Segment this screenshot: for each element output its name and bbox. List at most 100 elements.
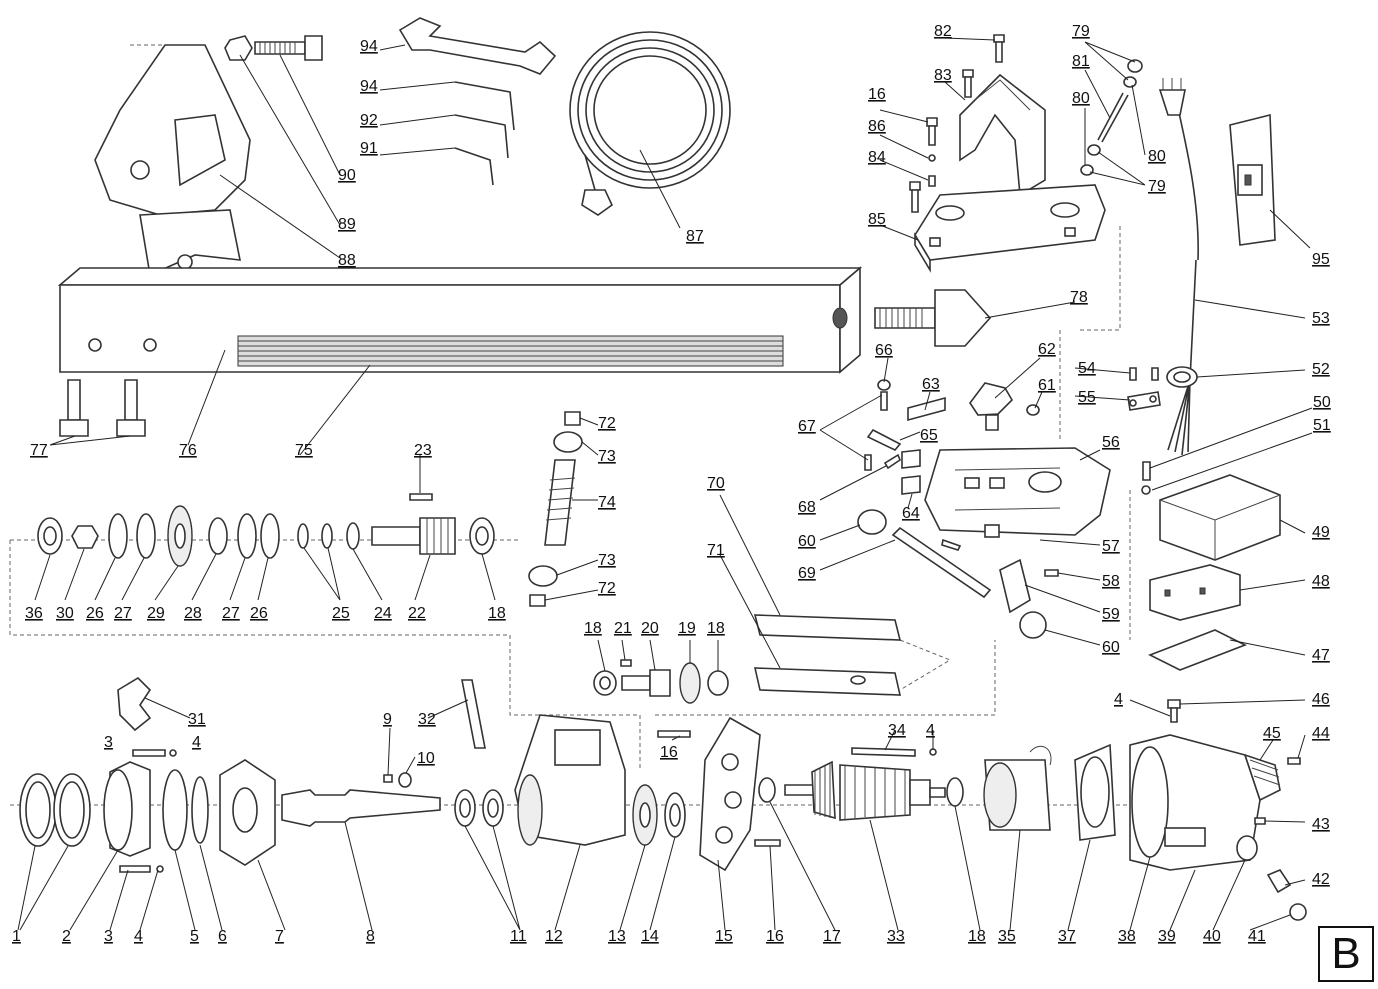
callout-83: 83 <box>934 67 952 84</box>
callout-35: 35 <box>998 928 1016 945</box>
callout-39: 39 <box>1158 928 1176 945</box>
cover-plate <box>1148 629 1247 671</box>
screws-16-84-86 <box>909 117 938 213</box>
callout-6: 6 <box>218 928 227 945</box>
cable-clamp <box>1127 367 1161 495</box>
callout-8: 8 <box>366 928 375 945</box>
main-spindle <box>281 679 486 827</box>
callout-15: 15 <box>715 928 733 945</box>
callout-82: 82 <box>934 23 952 40</box>
callout-88: 88 <box>338 252 356 269</box>
small-plates <box>864 379 1040 551</box>
callout-11: 11 <box>510 928 527 945</box>
callout-50: 50 <box>1313 394 1331 411</box>
hose-coil <box>569 31 731 216</box>
callout-77: 77 <box>30 442 48 459</box>
callout-60b: 60 <box>798 533 816 550</box>
callout-5: 5 <box>190 928 199 945</box>
callout-57: 57 <box>1102 538 1120 555</box>
callout-91: 91 <box>360 140 378 157</box>
callout-52: 52 <box>1312 361 1330 378</box>
callout-4: 4 <box>134 928 143 945</box>
callout-16b: 16 <box>868 86 886 103</box>
callout-73: 73 <box>598 448 616 465</box>
callout-18b: 18 <box>584 620 602 637</box>
callout-3b: 3 <box>104 734 113 751</box>
intermediate-gears <box>593 659 729 704</box>
callout-25: 25 <box>332 605 350 622</box>
callout-2: 2 <box>62 928 71 945</box>
callout-26b: 26 <box>250 605 268 622</box>
callout-85: 85 <box>868 211 886 228</box>
callout-10: 10 <box>417 750 435 767</box>
screw-82 <box>993 34 1005 63</box>
callout-1: 1 <box>12 928 21 945</box>
carriage-housing <box>924 447 1111 538</box>
callout-72b: 72 <box>598 580 616 597</box>
callout-80: 80 <box>1072 90 1090 107</box>
callout-7: 7 <box>275 928 284 945</box>
callout-74: 74 <box>598 494 616 511</box>
callout-73b: 73 <box>598 552 616 569</box>
callout-46: 46 <box>1312 691 1330 708</box>
callout-80b: 80 <box>1148 148 1166 165</box>
callout-32: 32 <box>418 711 436 728</box>
callout-67: 67 <box>798 418 816 435</box>
callout-23: 23 <box>414 442 432 459</box>
callout-27: 27 <box>114 605 132 622</box>
callout-28: 28 <box>184 605 202 622</box>
callout-47: 47 <box>1312 647 1330 664</box>
stator <box>946 745 1052 831</box>
leader-lines <box>17 37 1313 931</box>
callout-69: 69 <box>798 565 816 582</box>
hex-nut <box>224 35 253 61</box>
callout-78: 78 <box>1070 289 1088 306</box>
gear-cover <box>657 716 781 872</box>
sleeve-59 <box>999 558 1059 639</box>
callout-58: 58 <box>1102 573 1120 590</box>
callout-76: 76 <box>179 442 197 459</box>
callout-19: 19 <box>678 620 696 637</box>
callout-94b: 94 <box>360 38 378 55</box>
gear-train <box>37 493 495 567</box>
callout-61: 61 <box>1038 377 1056 394</box>
callout-37: 37 <box>1058 928 1076 945</box>
callout-12: 12 <box>545 928 563 945</box>
clamp-handle <box>117 676 152 732</box>
callout-36: 36 <box>25 605 43 622</box>
callout-27b: 27 <box>222 605 240 622</box>
callout-63: 63 <box>922 376 940 393</box>
callout-13: 13 <box>608 928 626 945</box>
callout-51: 51 <box>1313 417 1331 434</box>
pinion-shaft <box>857 509 992 599</box>
callout-9: 9 <box>383 711 392 728</box>
drive-gear <box>632 784 686 846</box>
callout-21: 21 <box>614 620 632 637</box>
feed-screw <box>874 289 992 347</box>
gearbox-housing <box>514 714 626 846</box>
callout-4b: 4 <box>1114 691 1123 708</box>
worm-shaft <box>528 411 583 607</box>
callout-22: 22 <box>408 605 426 622</box>
callout-87: 87 <box>686 228 704 245</box>
base-plate <box>914 184 1106 273</box>
electronics-box <box>1159 474 1281 561</box>
column-bolts <box>59 379 146 437</box>
callout-34: 34 <box>888 722 906 739</box>
callout-53: 53 <box>1312 310 1330 327</box>
power-cable <box>1158 78 1199 456</box>
callout-14: 14 <box>641 928 659 945</box>
callout-4c: 4 <box>192 734 201 751</box>
motor-armature <box>758 747 946 821</box>
callout-18d: 18 <box>968 928 986 945</box>
callout-43: 43 <box>1312 816 1330 833</box>
callout-70: 70 <box>707 475 725 492</box>
screw-83 <box>962 69 974 98</box>
callout-45: 45 <box>1263 725 1281 742</box>
switch-block <box>1149 564 1241 621</box>
callout-16: 16 <box>766 928 784 945</box>
gear-rack <box>237 335 784 367</box>
callout-95: 95 <box>1312 251 1330 268</box>
callout-31: 31 <box>188 711 206 728</box>
